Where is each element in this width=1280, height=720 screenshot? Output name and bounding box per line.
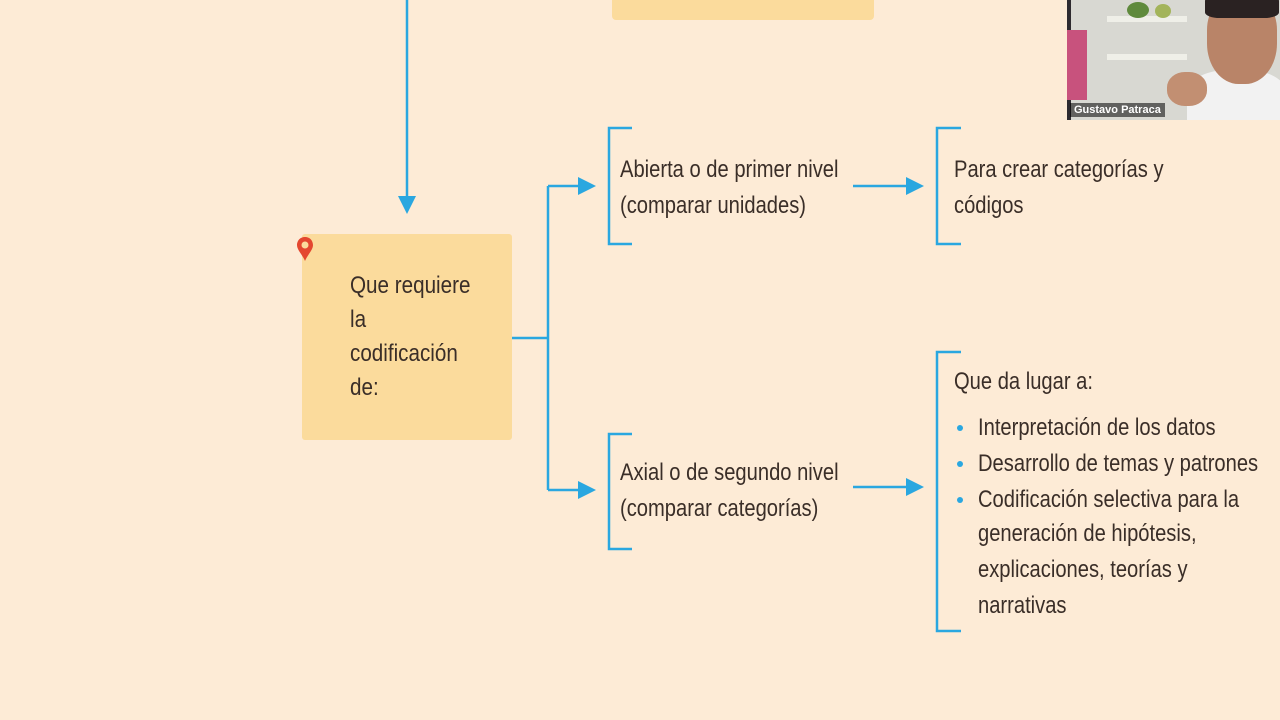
video-background bbox=[1155, 4, 1171, 18]
pin-icon bbox=[297, 237, 313, 261]
axial-coding-line-2: (comparar categorías) bbox=[620, 495, 819, 522]
video-background bbox=[1127, 2, 1149, 18]
bracket-open bbox=[607, 126, 632, 246]
bracket-axial-result bbox=[935, 350, 961, 633]
arrowhead-right-icon bbox=[906, 177, 924, 195]
open-coding-line-1: Abierta o de primer nivel bbox=[620, 156, 839, 183]
axial-coding-line-1: Axial o de segundo nivel bbox=[620, 459, 839, 486]
top-sticky-note bbox=[612, 0, 874, 20]
participant-name-label: Gustavo Patraca bbox=[1070, 103, 1165, 117]
main-sticky-note: Que requiere la codificación de: bbox=[302, 234, 512, 440]
bullet-continuation-line-2: explicaciones, teorías y bbox=[978, 556, 1188, 583]
arrowhead-down-icon bbox=[398, 196, 416, 214]
arrowhead-right-icon bbox=[578, 177, 596, 195]
video-background bbox=[1107, 16, 1187, 22]
list-item: Interpretación de los datos bbox=[954, 410, 1280, 446]
bracket-axial bbox=[607, 432, 632, 551]
open-coding-line-2: (comparar unidades) bbox=[620, 192, 807, 219]
main-note-text: Que requiere la codificación de: bbox=[350, 272, 471, 401]
open-result-line-2: códigos bbox=[954, 192, 1024, 219]
bullet-continuation-line-3: narrativas bbox=[978, 592, 1067, 619]
participant-avatar bbox=[1167, 72, 1207, 106]
arrowhead-right-icon bbox=[906, 478, 924, 496]
axial-result-heading: Que da lugar a: bbox=[954, 368, 1093, 395]
video-background bbox=[1107, 54, 1187, 60]
bracket-open-result bbox=[935, 126, 961, 246]
bullet-continuation-line-1: generación de hipótesis, bbox=[978, 520, 1197, 547]
list-item: Codificación selectiva para la bbox=[954, 482, 1280, 518]
list-item: Desarrollo de temas y patrones bbox=[954, 446, 1280, 482]
participant-avatar bbox=[1205, 0, 1279, 18]
arrowhead-right-icon bbox=[578, 481, 596, 499]
open-result-line-1: Para crear categorías y bbox=[954, 156, 1164, 183]
video-background bbox=[1067, 30, 1087, 100]
participant-video-tile[interactable]: Gustavo Patraca bbox=[1067, 0, 1280, 120]
axial-result-bullets: Interpretación de los datos Desarrollo d… bbox=[954, 410, 1280, 518]
